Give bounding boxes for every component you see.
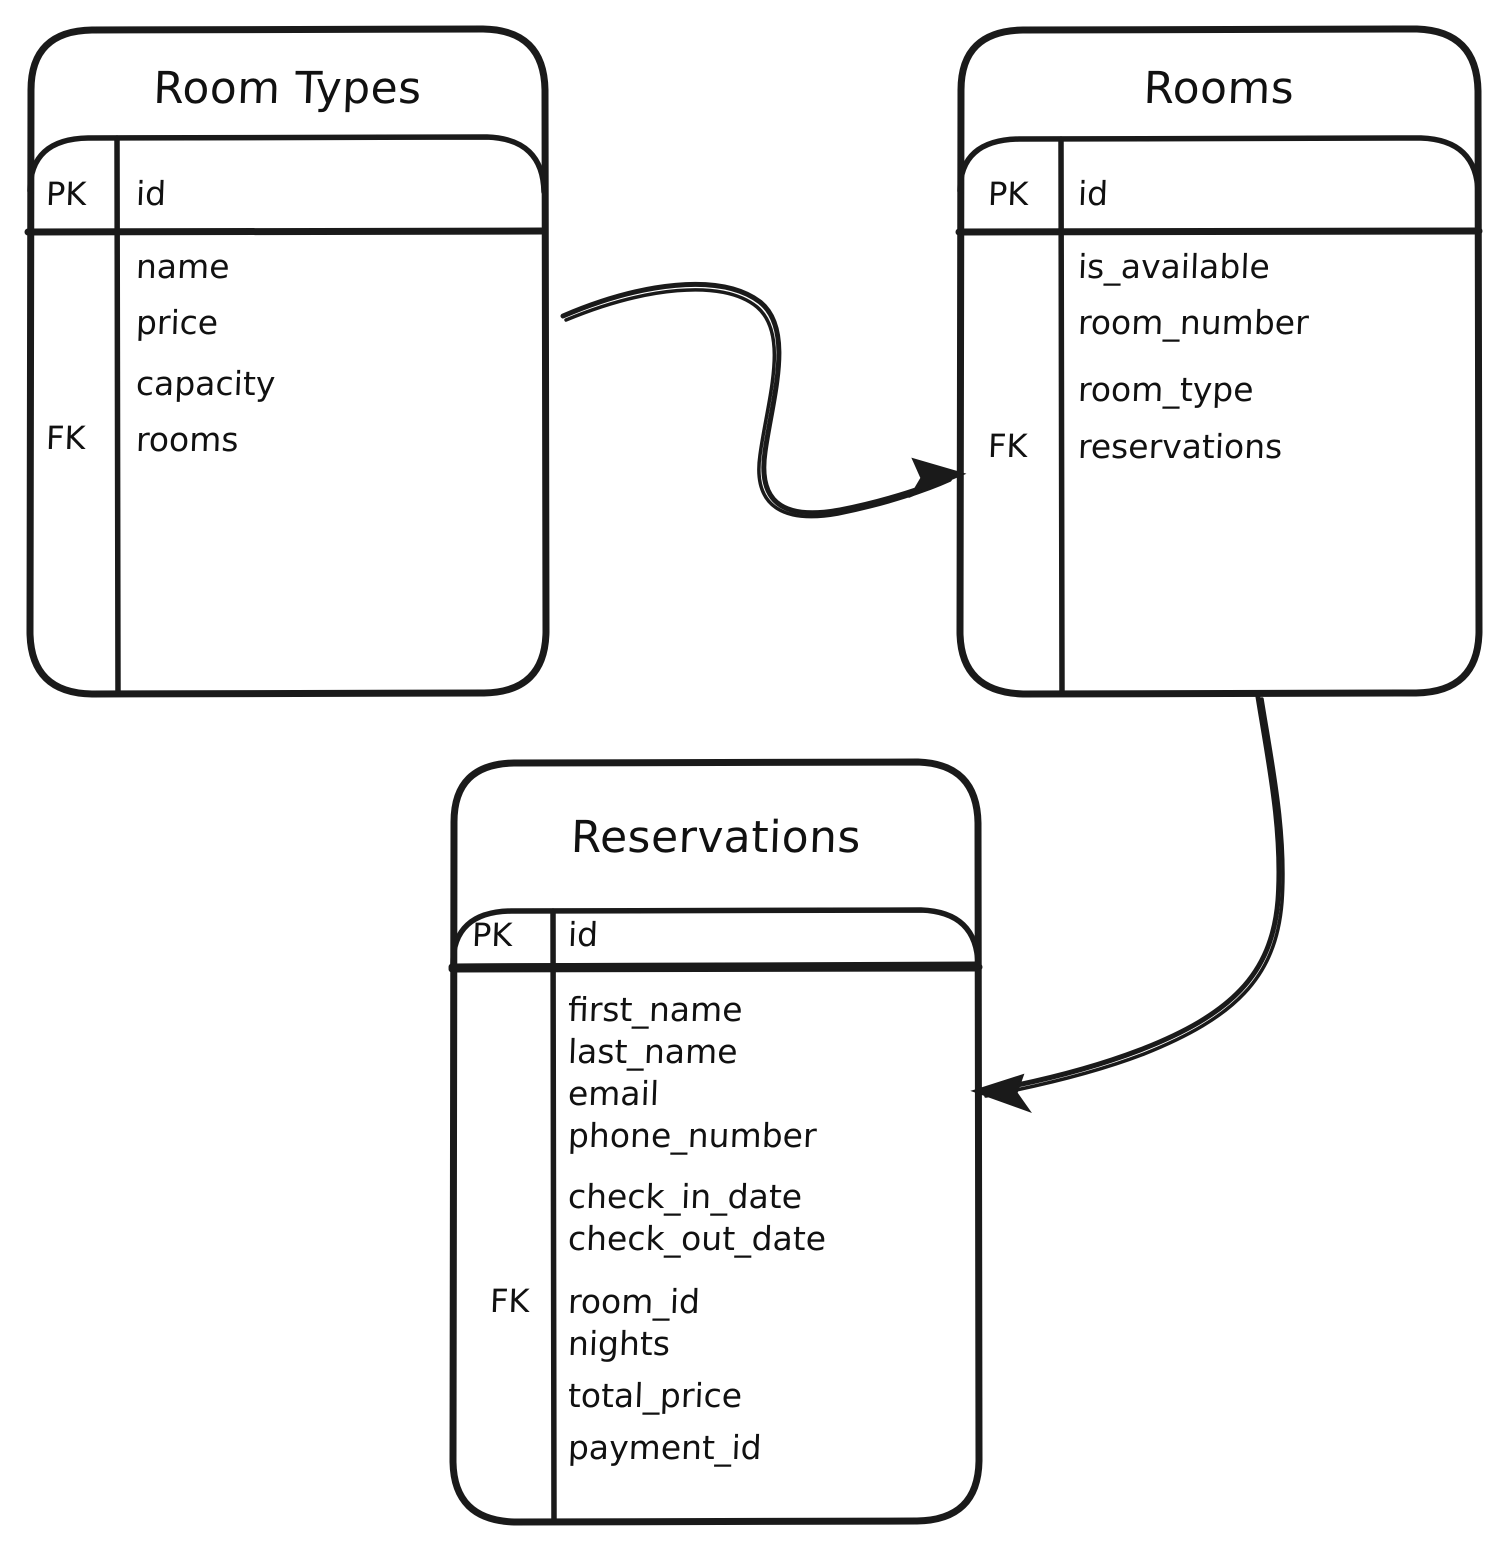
field-email: email	[567, 1074, 660, 1113]
relationship-room-types-to-rooms	[560, 281, 967, 519]
relationship-rooms-to-reservations	[970, 694, 1285, 1114]
entity-rooms-title: Rooms	[1142, 63, 1296, 114]
field-name: name	[135, 247, 231, 286]
entity-rooms-pk-label: PK	[987, 175, 1029, 213]
field-check-in-date: check_in_date	[567, 1177, 803, 1216]
field-first-name: first_name	[567, 990, 744, 1029]
entity-reservations-pk-field: id	[567, 915, 599, 954]
entity-reservations[interactable]: Reservations PK id FK first_name last_na…	[440, 750, 1000, 1544]
entity-rooms-fk-label: FK	[987, 427, 1029, 465]
field-check-out-date: check_out_date	[567, 1219, 827, 1258]
field-is-available: is_available	[1077, 247, 1271, 286]
entity-reservations-title: Reservations	[570, 812, 862, 863]
entity-room-types-pk-label: PK	[45, 175, 87, 213]
field-capacity: capacity	[135, 364, 277, 403]
entity-rooms-pk-field: id	[1077, 174, 1109, 213]
field-room-number: room_number	[1077, 303, 1310, 342]
entity-reservations-pk-label: PK	[471, 916, 513, 954]
entity-room-types-fk-label: FK	[45, 419, 87, 457]
field-room-id: room_id	[567, 1282, 701, 1321]
field-room-type: room_type	[1077, 370, 1255, 409]
field-last-name: last_name	[567, 1032, 739, 1071]
field-reservations: reservations	[1077, 427, 1284, 466]
field-rooms: rooms	[135, 420, 240, 459]
field-phone-number: phone_number	[567, 1116, 818, 1155]
entity-room-types[interactable]: Room Types PK id FK name price capacity …	[0, 0, 600, 740]
field-payment-id: payment_id	[567, 1428, 763, 1467]
field-price: price	[135, 303, 219, 342]
field-nights: nights	[567, 1324, 671, 1363]
entity-room-types-pk-field: id	[135, 174, 167, 213]
entity-reservations-fk-label: FK	[489, 1282, 531, 1320]
entity-rooms[interactable]: Rooms PK id FK is_available room_number …	[930, 0, 1501, 740]
entity-room-types-title: Room Types	[152, 63, 423, 114]
field-total-price: total_price	[567, 1376, 743, 1415]
